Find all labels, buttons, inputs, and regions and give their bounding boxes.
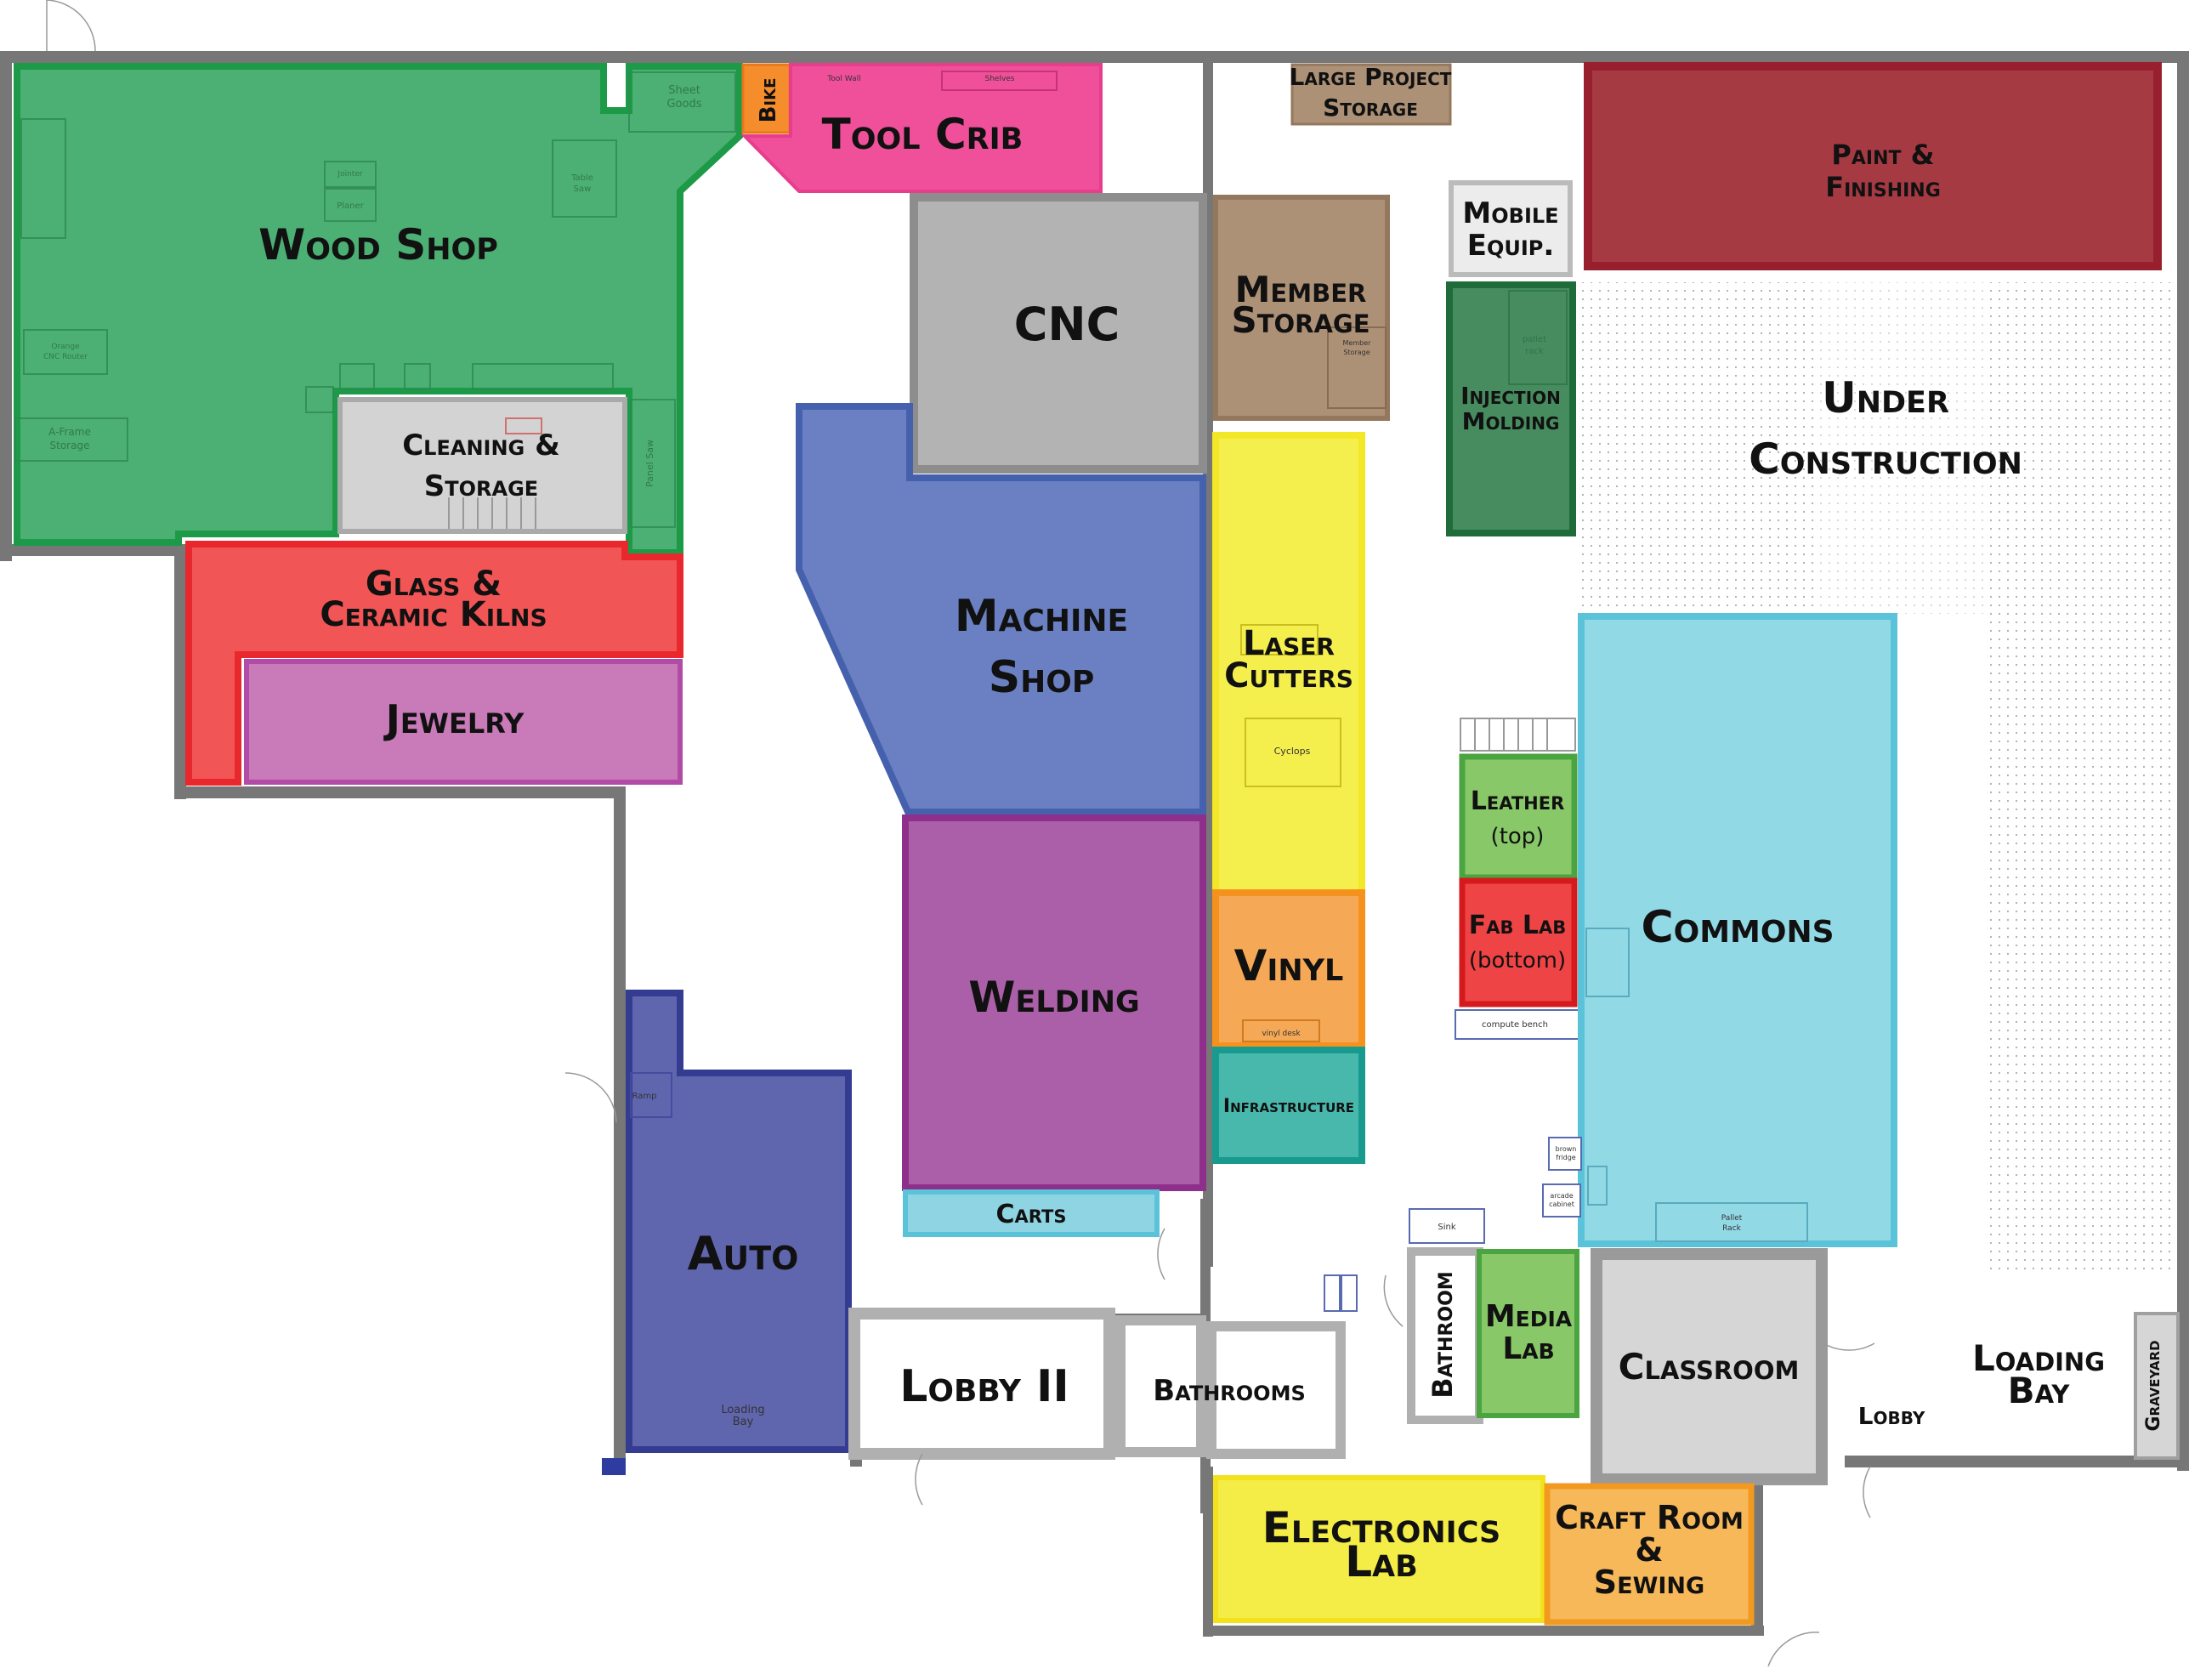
carts-label: Carts [996,1200,1067,1229]
room-electronics-lab[interactable] [1213,1475,1545,1623]
auto-label: Auto [688,1227,799,1280]
vinyl-desk-label: vinyl desk [1262,1030,1301,1038]
room-leather[interactable] [1459,718,1578,881]
shelves-label: Shelves [984,75,1014,83]
room-glass-ceramic-kilns[interactable] [185,541,683,786]
room-tool-crib[interactable] [740,63,1103,193]
panel-saw-label: Panel Saw [644,440,655,487]
small-cabinets [1324,1274,1358,1312]
room-lobby-ii[interactable] [848,1308,1115,1460]
bathrooms-label: Bathrooms [1153,1374,1306,1408]
jointer-label: Jointer [337,170,362,179]
cyclops-label: Cyclops [1274,746,1311,757]
room-injection-molding[interactable] [1446,281,1576,536]
room-fab-lab[interactable] [1459,877,1578,1007]
welding-label: Welding [968,973,1139,1022]
tool-wall-label: Tool Wall [826,75,860,83]
compute-bench-label: compute bench [1482,1020,1548,1030]
room-classroom[interactable] [1591,1248,1828,1485]
room-media-lab[interactable] [1477,1249,1579,1418]
infrastructure-label: Infrastructure [1223,1096,1354,1117]
room-bathrooms[interactable] [1115,1315,1346,1459]
tool-crib-label: Tool Crib [822,110,1024,159]
room-machine-shop[interactable] [796,403,1206,815]
leather-label: Leather(top) [1471,786,1565,849]
lobby-ii-label: Lobby II [899,1361,1069,1412]
wood-shop-label: Wood Shop [258,220,498,270]
sink [1409,1208,1485,1244]
room-graveyard[interactable] [2134,1312,2180,1460]
room-mobile-equip[interactable] [1449,180,1573,277]
room-cnc[interactable] [910,193,1207,474]
compute-bench [1455,1009,1582,1040]
sink-label: Sink [1438,1223,1455,1232]
wood-shop-fixtures [14,71,736,528]
room-member-storage[interactable] [1213,195,1390,421]
craft-room-label: Craft Room&Sewing [1555,1499,1744,1601]
room-bike[interactable] [741,63,791,134]
glass-kilns-label: Glass &Ceramic Kilns [320,565,547,634]
under-construction-area [1579,282,2178,1273]
arcade-cabinet [1542,1183,1581,1217]
ramp-label: Ramp [632,1092,657,1101]
room-wood-shop[interactable] [14,63,743,556]
graveyard-label: Graveyard [2143,1340,2164,1431]
bathroom-label: Bathroom [1426,1271,1459,1398]
room-craft-sewing[interactable] [1544,1483,1755,1626]
planer-label: Planer [337,201,364,211]
lobby-label: Lobby [1858,1402,1925,1430]
room-large-project-storage[interactable] [1290,63,1452,126]
bike-label: Bike [756,78,781,123]
room-paint-finishing[interactable] [1584,62,2162,270]
vinyl-label: Vinyl [1234,941,1344,990]
cnc-label: CNC [1014,298,1120,351]
cleaning-storage-label: Cleaning &Storage [402,429,560,503]
paint-finishing-label: Paint &Finishing [1825,139,1941,203]
room-cleaning-storage[interactable] [337,397,627,534]
room-jewelry[interactable] [244,659,683,785]
room-welding[interactable] [902,814,1206,1191]
jewelry-label: Jewelry [383,696,525,742]
fab-lab-label: Fab Lab(bottom) [1469,911,1567,973]
room-vinyl[interactable] [1212,889,1365,1049]
commons-label: Commons [1641,902,1834,953]
room-infrastructure[interactable] [1212,1047,1365,1164]
room-carts[interactable] [903,1189,1160,1237]
room-auto[interactable] [602,990,852,1475]
brown-fridge [1548,1137,1582,1171]
door-swings [46,0,1875,1667]
room-commons[interactable] [1578,613,1897,1247]
room-laser-cutters[interactable] [1212,432,1365,898]
classroom-label: Classroom [1619,1346,1800,1388]
